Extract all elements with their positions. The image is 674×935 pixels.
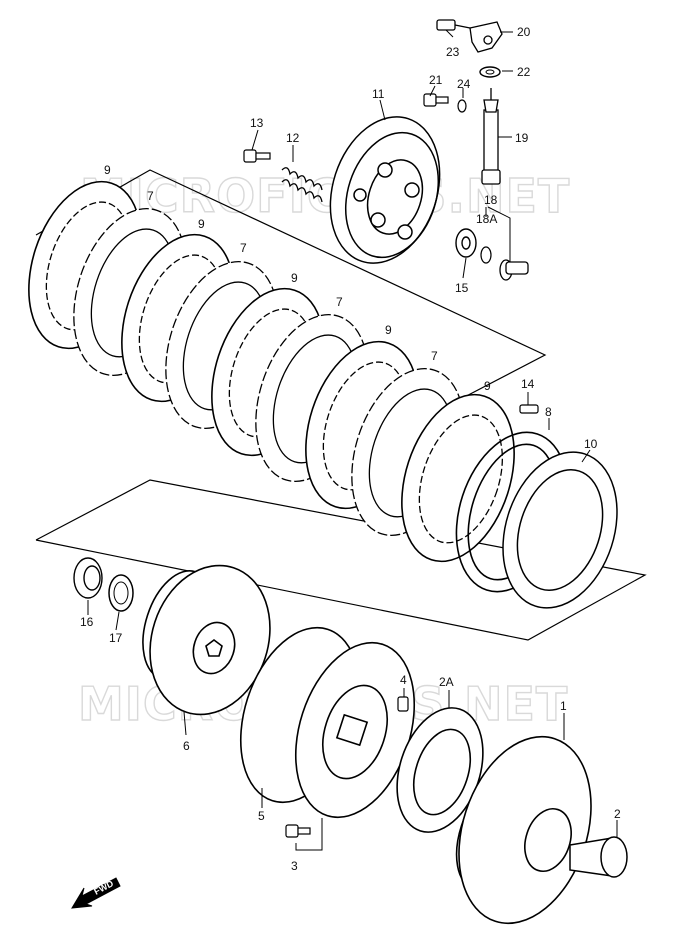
label-9-b: 9 [198, 217, 205, 231]
bolt-13 [243, 149, 271, 163]
washer-17 [108, 574, 134, 612]
label-9-d: 9 [385, 323, 392, 337]
label-12: 12 [286, 131, 300, 145]
plate-stack [28, 180, 515, 563]
bolt-3 [285, 824, 311, 838]
leader-lines [87, 29, 618, 851]
label-9-c: 9 [291, 271, 298, 285]
label-7-b: 7 [240, 241, 247, 255]
label-23: 23 [446, 45, 460, 59]
label-20: 20 [517, 25, 531, 39]
label-8: 8 [545, 405, 552, 419]
pressure-plate-11 [329, 116, 441, 264]
label-7-c: 7 [336, 295, 343, 309]
primary-driven-gear-6 [142, 564, 271, 716]
label-2A: 2A [439, 675, 454, 689]
part-labels: 20 23 22 21 24 11 19 13 12 9 7 9 7 9 7 9… [80, 25, 621, 873]
shaft-2 [569, 836, 628, 878]
bearing-2A [396, 707, 484, 833]
label-9-a: 9 [104, 163, 111, 177]
label-18A: 18A [476, 212, 497, 226]
friction-plate-9 [401, 393, 515, 563]
washer-22 [479, 66, 501, 78]
label-10: 10 [584, 437, 598, 451]
label-17: 17 [109, 631, 123, 645]
fwd-arrow-icon: FWD [71, 877, 121, 909]
label-3: 3 [291, 859, 298, 873]
label-22: 22 [517, 65, 531, 79]
plate-10 [502, 451, 618, 609]
clutch-hub-5 [239, 626, 416, 819]
label-7-d: 7 [431, 349, 438, 363]
washer-24 [457, 99, 467, 113]
washer-18A [480, 246, 492, 264]
spring-seat-14 [519, 404, 539, 414]
damper-4 [397, 696, 409, 712]
label-15: 15 [455, 281, 469, 295]
label-1: 1 [560, 699, 567, 713]
label-13: 13 [250, 116, 264, 130]
label-2: 2 [614, 807, 621, 821]
label-18: 18 [484, 193, 498, 207]
bearing-15 [455, 228, 477, 258]
label-11: 11 [372, 87, 385, 101]
bolt-21 [423, 93, 449, 107]
label-14: 14 [521, 377, 535, 391]
label-24: 24 [457, 77, 471, 91]
label-6: 6 [183, 739, 190, 753]
label-21: 21 [429, 73, 443, 87]
release-rod-19 [481, 88, 501, 185]
pin-18 [499, 259, 529, 281]
label-5: 5 [258, 809, 265, 823]
label-4: 4 [400, 673, 407, 687]
release-arm [436, 19, 503, 53]
label-7-a: 7 [147, 189, 154, 203]
label-19: 19 [515, 131, 529, 145]
spacer-16 [73, 557, 103, 599]
label-9-e: 9 [484, 379, 491, 393]
spring-12 [281, 167, 323, 203]
label-16: 16 [80, 615, 94, 629]
